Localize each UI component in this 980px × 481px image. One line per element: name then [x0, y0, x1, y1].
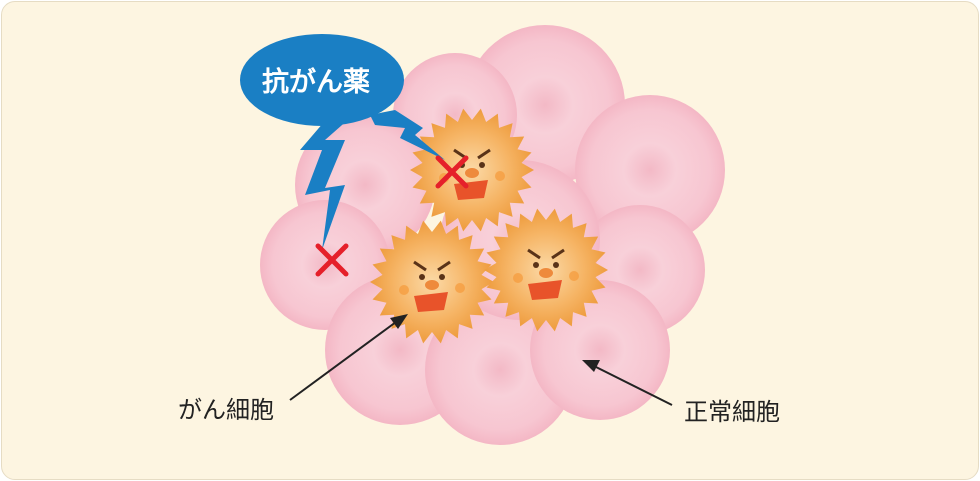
arrow-cancer-cell	[289, 314, 408, 401]
drug-bubble	[240, 34, 445, 250]
angry-face	[399, 260, 465, 312]
cancer-cell	[370, 220, 494, 344]
arrow-normal-cell	[582, 360, 673, 406]
cancer-cells	[370, 108, 608, 344]
cross-mark-icon	[315, 243, 349, 277]
normal-cell	[575, 95, 725, 245]
angry-face	[513, 248, 579, 300]
cancer-cell-label: がん細胞	[178, 396, 274, 424]
cancer-cell	[484, 208, 608, 332]
normal-cell-label: 正常細胞	[684, 398, 780, 426]
cross-mark-icon	[435, 155, 469, 189]
drug-label: 抗がん薬	[262, 67, 370, 98]
